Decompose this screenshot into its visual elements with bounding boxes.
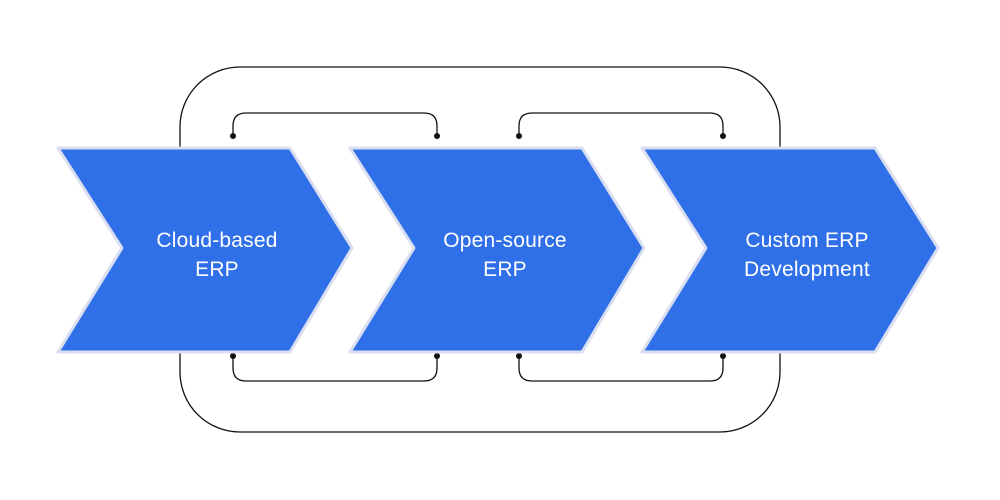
step-1-label-line1: Cloud-based	[156, 229, 278, 252]
connector-dot	[720, 133, 726, 139]
step-1-label-line2: ERP	[195, 258, 239, 281]
chevron-step-1	[56, 146, 354, 354]
step-2-label-line1: Open-source	[443, 229, 567, 252]
top-connector-1-2	[232, 112, 438, 136]
top-connector-2-3	[518, 112, 724, 136]
step-3-label-line1: Custom ERP	[745, 229, 869, 252]
connector-dot	[230, 353, 236, 359]
connector-dot	[434, 353, 440, 359]
bottom-connector-2-3	[518, 356, 724, 382]
step-2-label: Open-source ERP	[395, 226, 615, 284]
connector-dot	[434, 133, 440, 139]
step-3-label-line2: Development	[744, 258, 870, 281]
connector-dot	[230, 133, 236, 139]
connector-dot	[516, 353, 522, 359]
step-3-label: Custom ERP Development	[697, 226, 917, 284]
chevron-step-2	[348, 146, 646, 354]
step-2-label-line2: ERP	[483, 258, 527, 281]
chevron-step-3	[640, 146, 940, 354]
bottom-connector-1-2	[232, 356, 438, 382]
connector-dot	[720, 353, 726, 359]
step-1-label: Cloud-based ERP	[107, 226, 327, 284]
connector-dot	[516, 133, 522, 139]
